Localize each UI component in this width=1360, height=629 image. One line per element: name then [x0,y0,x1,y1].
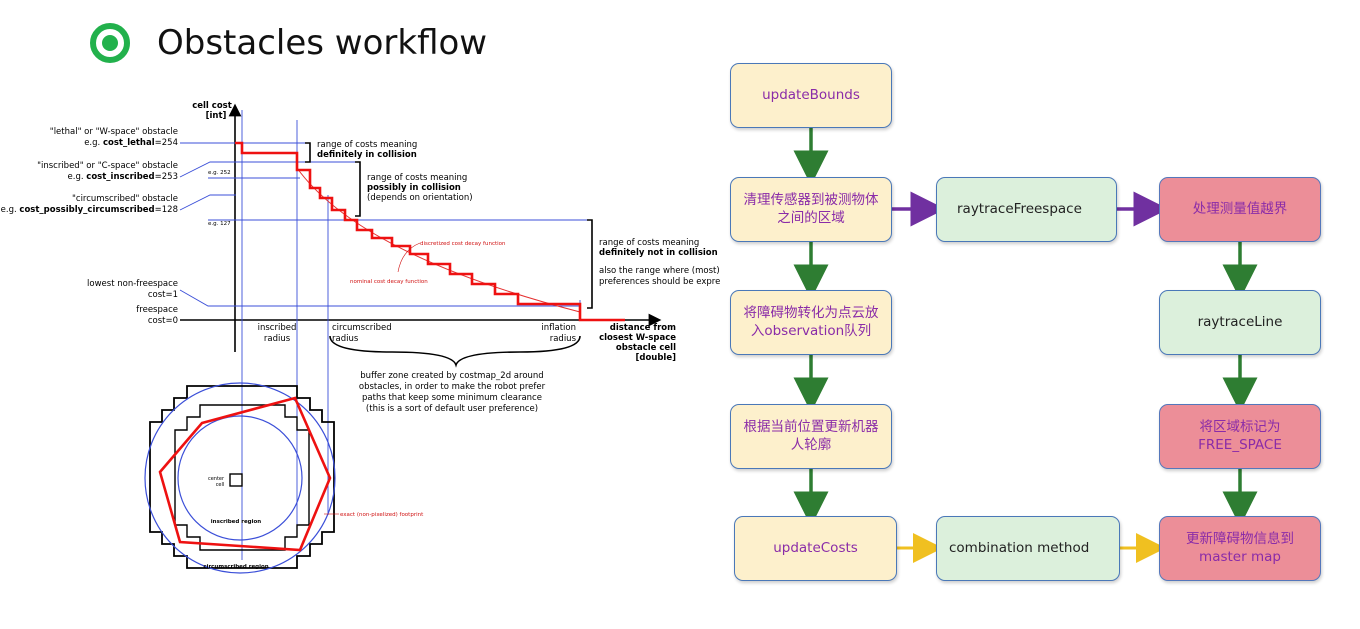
svg-text:radius: radius [550,334,577,344]
circumscribed-label: "circumscribed" obstacle [72,194,178,204]
exact-footprint-label: exact (non-pixelized) footprint [340,512,424,518]
range3-line1: range of costs meaning [599,238,699,248]
freespace-cost: cost=0 [148,316,178,326]
nominal-curve [296,167,581,313]
circumscribed-radius: circumscribed [332,323,392,333]
y-axis-unit: [int] [206,111,227,121]
center-cell-label: center [208,476,225,482]
circumscribed-eg: e.g. cost_possibly_circumscribed=128 [1,205,178,215]
lethal-label: "lethal" or "W-space" obstacle [50,127,178,137]
node-update-footprint: 根据当前位置更新机器人轮廓 [730,404,892,469]
inscribed-region-label: inscribed region [211,519,261,525]
range3-line4: preferences should be expressed [599,277,720,287]
inscribed-radius: inscribed [258,323,297,333]
node-updateCosts: updateCosts [734,516,897,581]
freespace-label: freespace [136,305,178,315]
node-update-master: 更新障碍物信息到master map [1159,516,1321,581]
lethal-eg: e.g. cost_lethal=254 [84,138,178,148]
y-axis-label: cell cost [192,101,232,111]
exact-footprint-polygon [158,396,332,552]
node-combination-method: combination method [936,516,1120,581]
range3-line2: definitely not in collision [599,248,718,258]
title-row: Obstacles workflow [90,18,487,68]
node-mark-free-space: 将区域标记为FREE_SPACE [1159,404,1321,469]
svg-text:paths that keep some minimum c: paths that keep some minimum clearance [362,393,542,403]
inflation-radius: inflation [541,323,576,333]
lowest-cost: cost=1 [148,290,178,300]
page-title: Obstacles workflow [157,23,488,63]
range2-line2: possibly in collision [367,183,461,193]
eg127-label: e.g. 127 [208,221,231,227]
node-handle-out-of-bounds: 处理测量值越界 [1159,177,1321,242]
svg-text:closest W-space: closest W-space [599,333,676,343]
node-raytraceFreespace: raytraceFreespace [936,177,1117,242]
node-clear-area: 清理传感器到被测物体之间的区域 [730,177,892,242]
nominal-label: nominal cost decay function [350,279,428,285]
node-to-pointcloud: 将障碍物转化为点云放入observation队列 [730,290,892,355]
inscribed-circle [177,415,303,541]
outer-pixelized-footprint [149,385,335,569]
inscribed-label: "inscribed" or "C-space" obstacle [37,161,178,171]
lowest-label: lowest non-freespace [87,279,178,289]
svg-text:[double]: [double] [635,353,676,363]
range2-line3: (depends on orientation) [367,193,473,203]
discretized-label: discretized cost decay function [420,241,506,247]
svg-text:obstacle cell: obstacle cell [616,343,676,353]
center-cell [229,473,243,487]
range1-line1: range of costs meaning [317,140,417,150]
discretized-curve [235,141,625,322]
node-raytraceLine: raytraceLine [1159,290,1321,355]
buffer-line1: buffer zone created by costmap_2d around [360,371,543,381]
circumscribed-region-label: circumscribed region [203,564,268,570]
node-updateBounds: updateBounds [730,63,892,128]
svg-text:(this is a sort of default use: (this is a sort of default user preferen… [366,404,538,414]
bullet-icon [90,23,130,63]
svg-text:radius: radius [332,334,359,344]
range1-line2: definitely in collision [317,150,417,160]
range3-line3: also the range where (most) user [599,266,720,276]
svg-text:radius: radius [264,334,291,344]
costmap-inflation-figure: cell cost [int] "lethal" or "W-space" ob… [1,101,720,574]
circumscribed-circle [144,382,336,574]
distance-label: distance from [610,323,676,333]
eg252-label: e.g. 252 [208,170,231,176]
svg-text:cell: cell [216,482,225,488]
inscribed-eg: e.g. cost_inscribed=253 [68,172,178,182]
range2-line1: range of costs meaning [367,173,467,183]
svg-text:obstacles, in order to make th: obstacles, in order to make the robot pr… [359,382,546,392]
